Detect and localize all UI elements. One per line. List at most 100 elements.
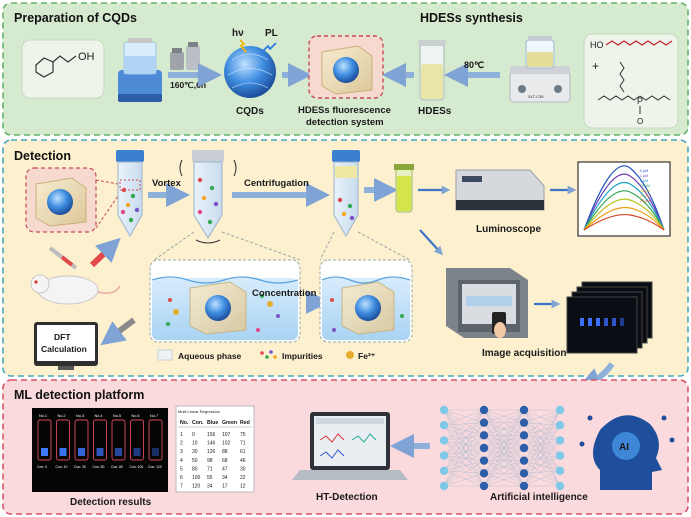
spec-legend-2: 5 μM [640, 179, 648, 183]
centrifuged-tube [332, 150, 360, 238]
mouse-injection [30, 246, 121, 305]
light-icon [239, 39, 247, 53]
result-tube-label: No.4 [95, 414, 103, 418]
nn-node [439, 421, 449, 430]
table-cell: 47 [222, 466, 228, 472]
vortex-tube [179, 150, 237, 244]
nn-node [519, 443, 529, 453]
nn-node [439, 451, 449, 460]
table-header-cell: Green [222, 420, 237, 426]
detection-legend: Aqueous phase Impurities Fe³⁺ [157, 349, 376, 361]
result-tube-value: Con: 30 [74, 465, 86, 469]
spec-legend-3: 10 μM [640, 184, 650, 188]
nn-node [519, 418, 529, 427]
table-cell: 6 [180, 475, 183, 481]
table-cell: 0 [192, 432, 195, 438]
aqueous-phase-box-2 [319, 259, 413, 343]
table-cell: 100 [192, 475, 201, 481]
luminoscope-instrument [455, 169, 545, 211]
spec-legend-5: 20 μM [640, 194, 650, 198]
table-cell: 55 [207, 475, 213, 481]
device-text: SLT-C35 [528, 94, 544, 99]
autoclave-icon [170, 42, 200, 70]
table-cell: 75 [240, 432, 246, 438]
plus-sign: + [592, 59, 599, 73]
table-caption: Multi Linear Regression [178, 409, 220, 414]
nn-node [519, 481, 529, 491]
hdess-system-label-2: detection system [306, 117, 384, 128]
oh-label: OH [78, 51, 95, 63]
cinnamyl-alcohol-molecule: OH [21, 39, 105, 99]
acquired-image-stack [566, 281, 653, 354]
table-cell: 34 [207, 484, 213, 490]
table-cell: 46 [240, 458, 246, 464]
detection-panel: Detection Vortex [2, 139, 689, 391]
result-tube-label: No.5 [113, 414, 121, 418]
image-acquisition-box [446, 268, 528, 338]
legend-fe: Fe³⁺ [358, 351, 376, 361]
spec-legend-6: 25 μM [640, 199, 650, 203]
table-cell: 22 [240, 475, 246, 481]
nn-node [479, 481, 489, 491]
result-tube-label: No.1 [39, 414, 47, 418]
nn-node [555, 451, 565, 460]
result-tube-label: No.3 [76, 414, 84, 418]
artificial-intelligence-label: Artificial intelligence [490, 492, 588, 503]
table-cell: 10 [192, 441, 198, 447]
legend-aqueous: Aqueous phase [178, 351, 242, 361]
centrifugation-label: Centrifugation [244, 178, 309, 189]
temperature-label: 80℃ [464, 60, 484, 70]
nn-node [555, 481, 565, 491]
result-tube-value: Con: 10 [56, 465, 68, 469]
cqds-sphere [224, 46, 276, 98]
hdes-droplet-zoom [25, 167, 119, 233]
table-cell: 156 [207, 432, 216, 438]
table-header-cell: Con. [192, 420, 204, 426]
image-acquisition-label: Image acquisition [482, 348, 566, 359]
table-header-cell: No. [180, 420, 189, 426]
nn-node [555, 436, 565, 445]
table-cell: 61 [240, 449, 246, 455]
table-cell: 17 [222, 484, 228, 490]
detection-title: Detection [14, 149, 71, 163]
hdess-system-label-1: HDESs fluorescence [298, 105, 391, 116]
table-cell: 50 [192, 458, 198, 464]
neural-network [439, 405, 565, 491]
reaction-condition-label: 160℃,6h [170, 80, 206, 90]
nn-node [479, 443, 489, 453]
ht-detection-label: HT-Detection [316, 492, 378, 503]
ai-badge: AI [619, 442, 629, 453]
hv-label: hν [232, 28, 244, 39]
nn-node [519, 469, 529, 478]
sample-tube-1 [116, 150, 144, 238]
pl-label: PL [265, 28, 278, 39]
result-tube-label: No.7 [150, 414, 158, 418]
ht-detection-laptop [292, 412, 408, 480]
table-cell: 120 [192, 484, 201, 490]
nn-node [439, 436, 449, 445]
result-tube-label: No.6 [132, 414, 140, 418]
result-tube-value: Con: 100 [130, 465, 144, 469]
fluorescence-spectrum: 0 μM 1 μM 5 μM 10 μM 15 μM 20 μM 25 μM [577, 161, 671, 237]
table-cell: 146 [207, 441, 216, 447]
preparation-title: Preparation of CQDs [14, 11, 137, 25]
nn-node [555, 405, 565, 415]
table-cell: 88 [222, 449, 228, 455]
hdess-fluorescence-system [308, 35, 384, 99]
result-tube-value: Con: 0 [37, 465, 47, 469]
result-tube-value: Con: 120 [148, 465, 162, 469]
legend-impurities: Impurities [282, 351, 323, 361]
dft-label-1: DFT [54, 332, 71, 342]
nn-node [519, 456, 529, 465]
table-cell: 4 [180, 458, 183, 464]
nn-node [479, 418, 489, 427]
o-atom: O [637, 117, 643, 126]
result-tube-label: No.2 [58, 414, 66, 418]
nn-node [439, 481, 449, 491]
